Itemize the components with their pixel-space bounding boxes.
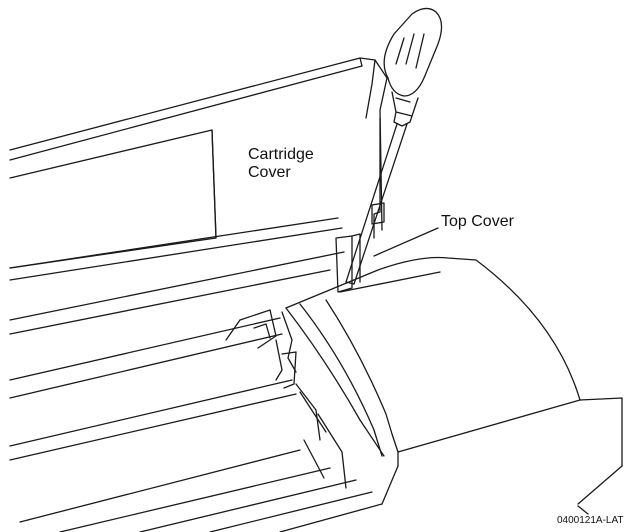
printer-body — [9, 251, 383, 532]
top-cover — [285, 256, 581, 457]
right-housing — [381, 397, 623, 505]
cartridge-cover-label-line1: Cartridge — [248, 146, 314, 163]
cartridge-cover-label-line2: Cover — [248, 164, 291, 182]
top-cover-leader — [373, 227, 439, 257]
cartridge-cover-label: Cartridge Cover — [248, 146, 314, 183]
paper-guides — [225, 309, 347, 489]
figure-code-leader — [577, 505, 589, 515]
cartridge-cover-panel — [9, 57, 388, 281]
figure-code: 0400121A-LAT — [557, 515, 624, 526]
top-cover-label: Top Cover — [441, 213, 514, 230]
screwdriver-icon — [345, 7, 443, 285]
